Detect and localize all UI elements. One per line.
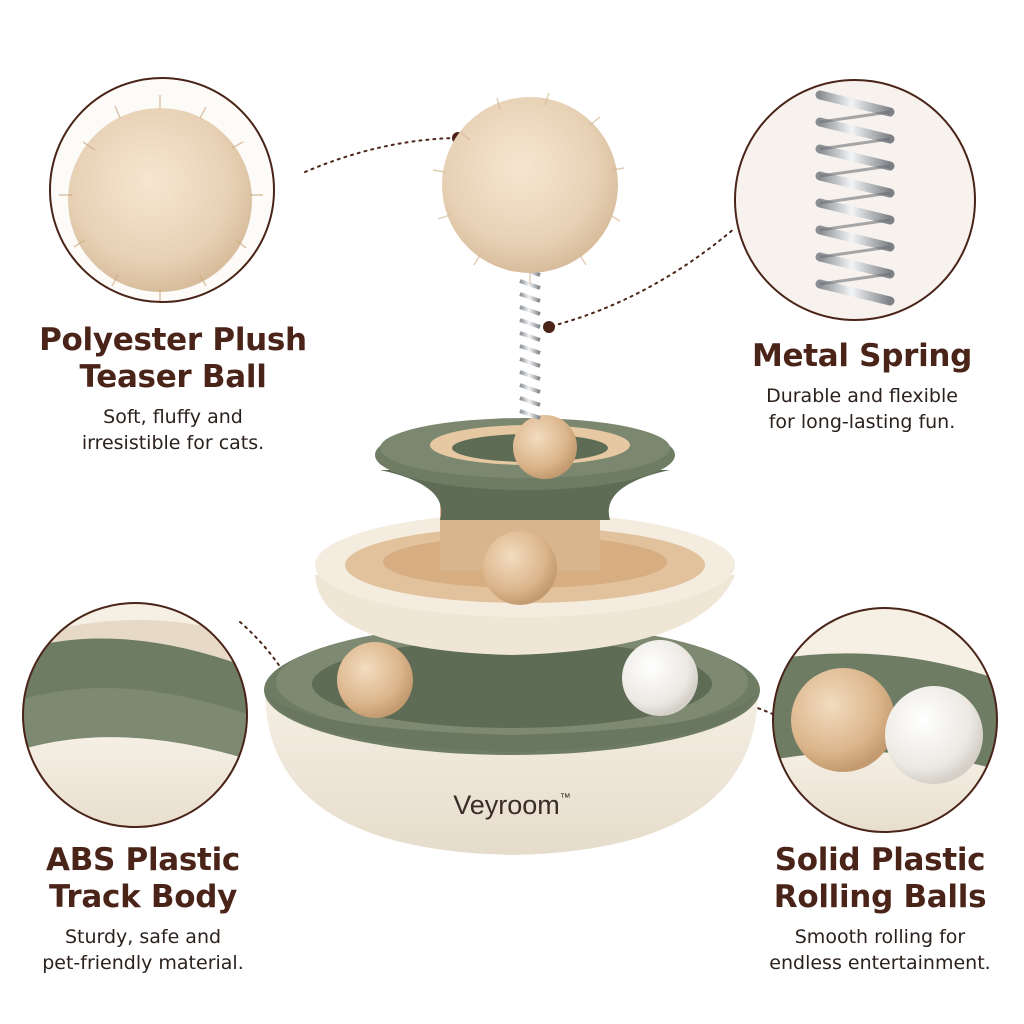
spring-icon — [734, 79, 976, 321]
track-icon — [22, 602, 248, 828]
plush-ball-icon — [49, 77, 275, 303]
callout-title: Metal Spring — [751, 338, 973, 374]
lower-white-ball — [622, 640, 698, 716]
rolling-balls-icon — [772, 607, 998, 833]
trademark-mark: ™ — [559, 792, 571, 804]
lower-tan-ball — [337, 642, 413, 718]
connector-plush — [304, 137, 456, 173]
connector-track — [239, 621, 293, 687]
brand-logo: Veyroom™ — [422, 790, 602, 821]
center-plush-ball — [442, 97, 618, 273]
cat-toy-tower — [264, 92, 760, 855]
connector-spring — [551, 227, 736, 327]
top-tan-ball — [513, 415, 577, 479]
middle-tan-ball — [483, 531, 557, 605]
brand-name: Veyroom — [453, 790, 560, 820]
